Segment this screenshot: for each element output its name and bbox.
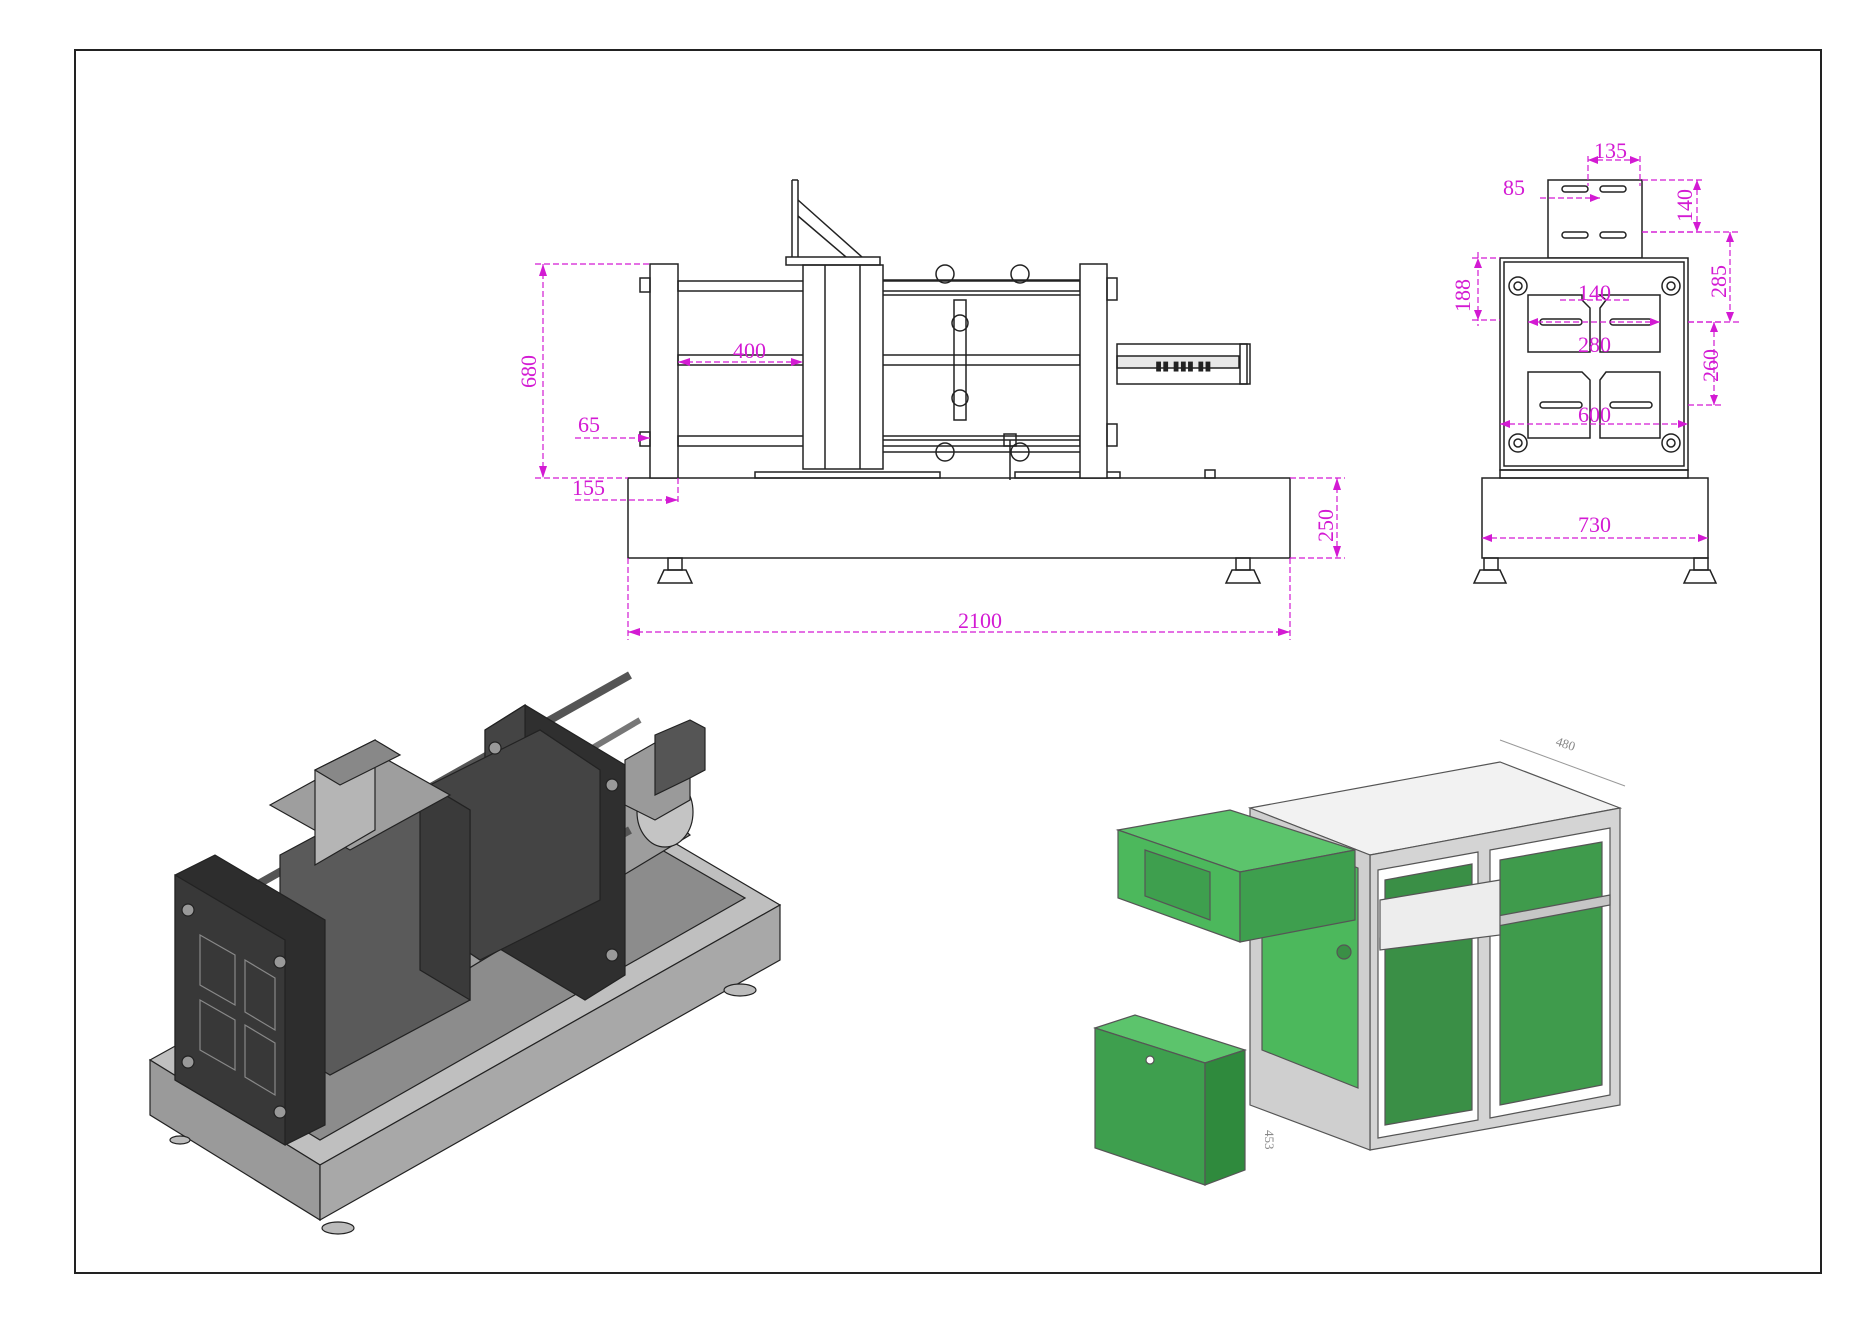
dim-2100: 2100 [958,608,1002,633]
side-base [1481,477,1709,559]
dim-frame-side: 453 [1262,1130,1277,1150]
frame-cabinet [1093,761,1623,1186]
moving-platen [802,264,884,470]
front-dimensions: 680 400 65 155 250 2100 [516,263,1345,640]
dim-140-top: 140 [1672,189,1697,222]
dim-260: 260 [1698,349,1723,382]
dim-85: 85 [1503,175,1525,200]
right-platen [1079,263,1108,479]
sheet-border [74,49,1822,1274]
dim-188: 188 [1450,279,1475,312]
dim-135: 135 [1594,138,1627,163]
dim-600: 600 [1578,402,1611,427]
front-feet [656,557,1262,584]
frame-dimensions: 480 453 [1262,734,1626,1150]
side-view [1472,179,1718,584]
left-platen [649,263,679,479]
front-view: ▮▮ ▮▮▮ ▮▮ [627,179,1291,584]
dim-250: 250 [1313,509,1338,542]
isometric-machine [148,671,782,1235]
dim-155: 155 [572,475,605,500]
dim-65: 65 [578,412,600,437]
top-bracket [785,179,881,266]
hydraulic-cylinder [1116,343,1248,385]
toggle-mechanism [883,264,1080,480]
dim-730: 730 [1578,512,1611,537]
side-top-plate [1547,179,1643,259]
svg-text:▮▮ ▮▮▮ ▮▮: ▮▮ ▮▮▮ ▮▮ [1155,358,1212,373]
dim-frame-top: 480 [1554,734,1577,754]
dim-140-inner: 140 [1578,280,1611,305]
dim-285: 285 [1706,265,1731,298]
dim-400: 400 [733,338,766,363]
dim-280: 280 [1578,332,1611,357]
dim-680: 680 [516,355,541,388]
front-base [627,477,1291,559]
side-dimensions: 135 85 140 188 285 140 280 260 600 730 [1450,138,1740,542]
